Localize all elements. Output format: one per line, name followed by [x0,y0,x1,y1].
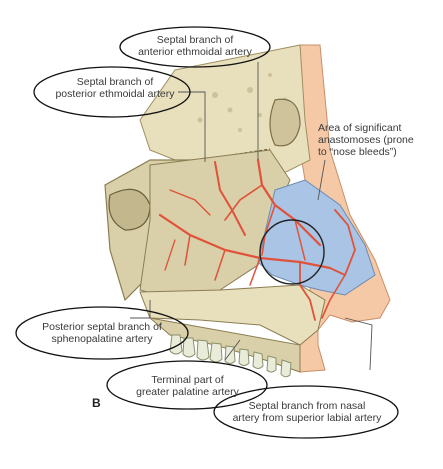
ellipse-sphenopalatine [15,306,189,360]
leader-lines [130,62,373,371]
label-anastomoses-line1: Area of significant [318,122,402,134]
label-posterior-ethmoidal-line2: posterior ethmoidal artery [55,88,175,100]
leader-greater-palatine [224,339,241,361]
label-greater-palatine: Terminal part of greater palatine artery [120,374,255,398]
label-anterior-ethmoidal: Septal branch of anterior ethmoidal arte… [130,34,260,58]
septal-cartilage [257,179,376,296]
label-sphenopalatine-line2: sphenopalatine artery [51,333,153,345]
anastomoses-area-circle [259,219,325,285]
label-sphenopalatine-line1: Posterior septal branch of [42,321,162,333]
leader-anastomoses [317,159,326,201]
label-labial-line1: Septal branch from nasal [248,400,366,412]
sphenopalatine-artery [158,213,332,270]
ellipse-labial [213,385,399,439]
label-posterior-ethmoidal-line1: Septal branch of [76,76,154,88]
label-ellipses [15,26,399,439]
label-anastomoses: Area of significant anastomoses (prone t… [318,122,438,158]
label-labial: Septal branch from nasal artery from sup… [222,400,392,424]
nasal-septum-bone [139,149,291,301]
label-sphenopalatine: Posterior septal branch of sphenopalatin… [22,321,182,345]
label-anastomoses-line3: to “nose bleeds”) [318,146,397,158]
label-anterior-ethmoidal-line2: anterior ethmoidal artery [138,46,252,58]
leader-labial [344,317,373,371]
label-anterior-ethmoidal-line1: Septal branch of [156,34,234,46]
label-posterior-ethmoidal: Septal branch of posterior ethmoidal art… [40,76,190,100]
leader-posterior-ethmoidal [178,91,206,162]
sphenoid-sinus [108,188,151,231]
frontal-sinus [269,98,301,147]
label-greater-palatine-line2: greater palatine artery [136,386,239,398]
leader-sphenopalatine [130,300,151,319]
septal-arteries [158,158,356,321]
ellipse-greater-palatine [106,360,268,410]
label-labial-line2: artery from superior labial artery [232,412,382,424]
labial-artery [329,209,356,277]
panel-letter: B [92,396,101,410]
posterior-ethmoidal-artery [214,161,246,236]
ellipse-posterior-ethmoidal [33,66,191,118]
label-anastomoses-line2: anastomoses (prone [318,134,414,146]
ellipse-anterior-ethmoidal [119,26,271,68]
label-greater-palatine-line1: Terminal part of [151,374,224,386]
